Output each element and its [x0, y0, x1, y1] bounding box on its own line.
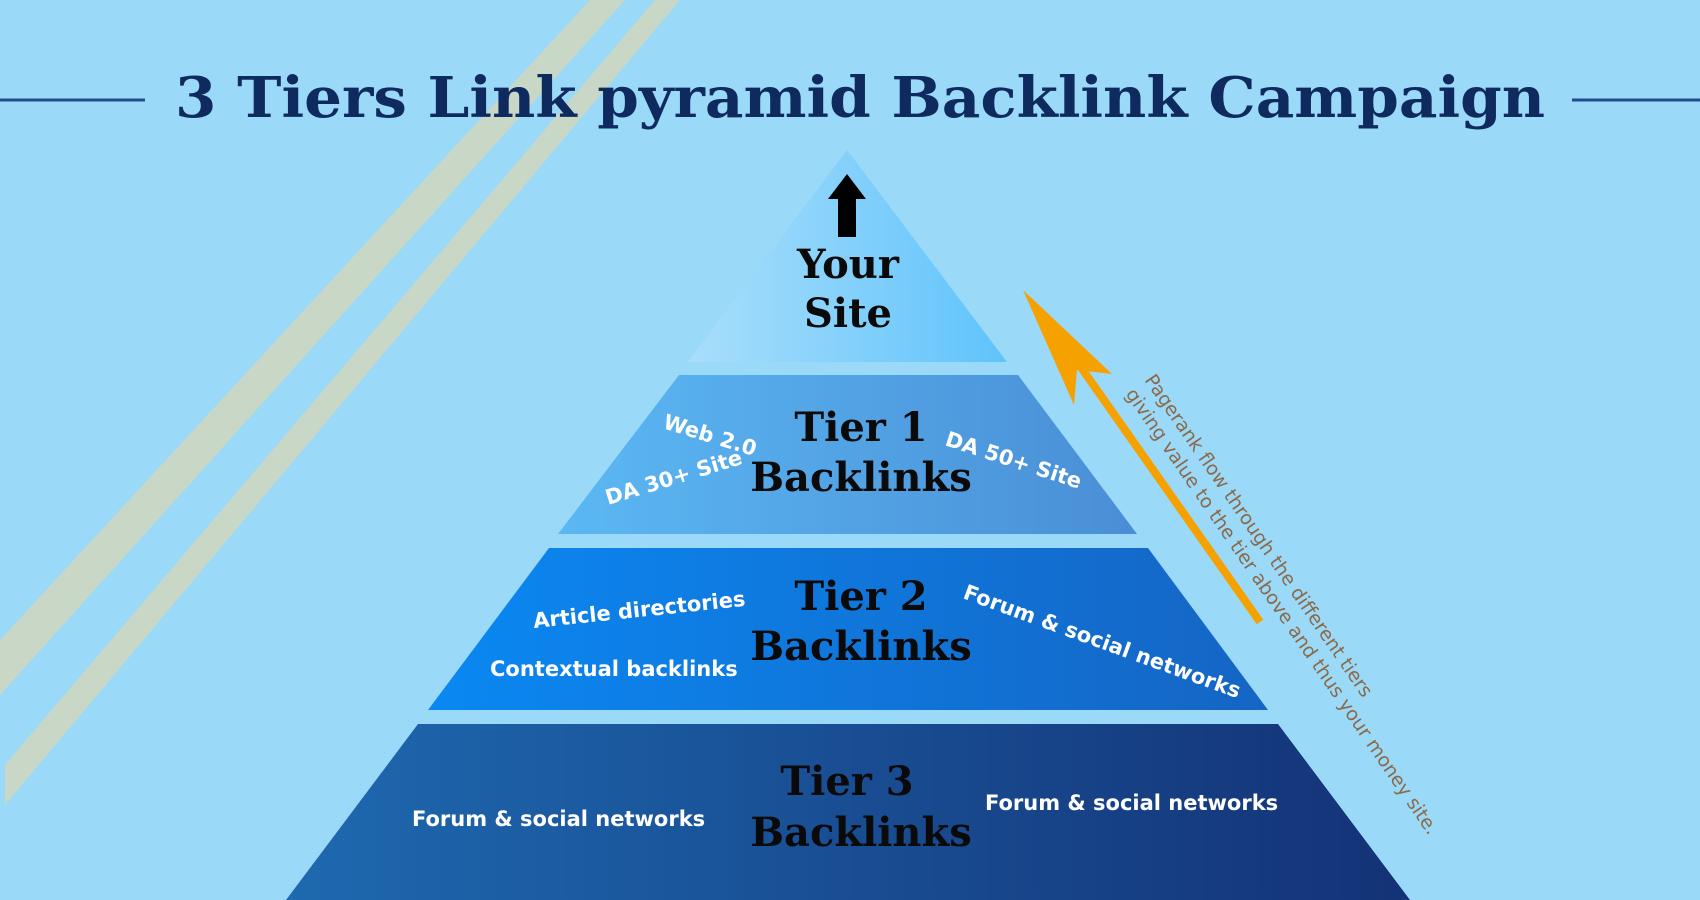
tier3-title-line1: Tier 3 — [780, 758, 913, 805]
tier3-title-line2: Backlinks — [750, 809, 972, 856]
top-label-line2: Site — [804, 290, 892, 337]
tier1-title-line2: Backlinks — [750, 454, 972, 501]
tier2-shape — [428, 548, 1268, 710]
tier2-title-line1: Tier 2 — [794, 573, 927, 620]
tier1-shape — [558, 375, 1137, 534]
tier1-title-line1: Tier 1 — [794, 404, 927, 451]
tier3-shape — [286, 724, 1410, 900]
pagerank-flow-arrow — [1023, 290, 1264, 625]
tier-top-shape — [688, 150, 1007, 362]
tier2-label-contextual: Contextual backlinks — [490, 657, 738, 681]
tier2-title-line2: Backlinks — [750, 623, 972, 670]
decor-stripe — [5, 0, 680, 805]
decor-stripe — [0, 0, 625, 695]
top-label-line1: Your — [796, 241, 900, 288]
tier3-label-forum-left: Forum & social networks — [412, 807, 705, 831]
up-arrow-icon — [828, 174, 866, 237]
tier3-label-forum-right: Forum & social networks — [985, 791, 1278, 815]
page-title: 3 Tiers Link pyramid Backlink Campaign — [175, 65, 1545, 131]
